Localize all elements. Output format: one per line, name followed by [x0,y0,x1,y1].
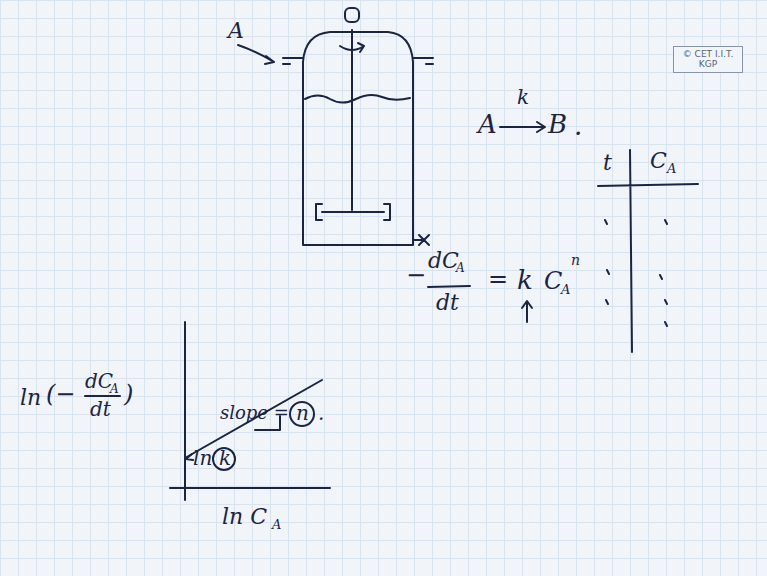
handwritten-label: A [561,283,570,298]
handwritten-label: ) [124,381,133,409]
handwritten-label: dC [85,370,113,393]
handwritten-label: n [296,402,309,425]
handwritten-label: k [517,86,529,109]
handwritten-label: A [272,518,281,533]
handwritten-label: A [478,110,497,140]
handwritten-label: k [219,447,231,470]
handwritten-label: dC [428,248,459,273]
handwritten-label: A [456,262,465,276]
handwritten-label: n [571,252,580,268]
handwritten-label: t [603,150,612,175]
handwritten-label: slope = [220,403,289,424]
handwritten-label: ln C [222,504,267,529]
handwritten-label: C [650,148,667,173]
handwritten-label: . [318,402,324,425]
handwritten-label: ln [20,385,41,410]
handwritten-label: (− [46,381,75,409]
handwritten-label: . [574,112,582,142]
watermark-box: © CET I.I.T. KGP [673,46,743,73]
handwritten-label: dt [436,290,459,315]
handwritten-label: A [667,162,676,177]
handwritten-label: B [548,110,567,140]
handwritten-label: k [517,266,533,296]
handwritten-label: − [406,262,426,290]
handwritten-label: dt [90,398,111,421]
handwritten-label: = [488,266,508,294]
handwritten-label: A [110,383,119,397]
handwritten-label: A [228,18,244,43]
watermark-text: © CET I.I.T. KGP [678,49,738,70]
handwritten-label: C [544,268,562,296]
handwritten-label: ln [193,447,212,470]
